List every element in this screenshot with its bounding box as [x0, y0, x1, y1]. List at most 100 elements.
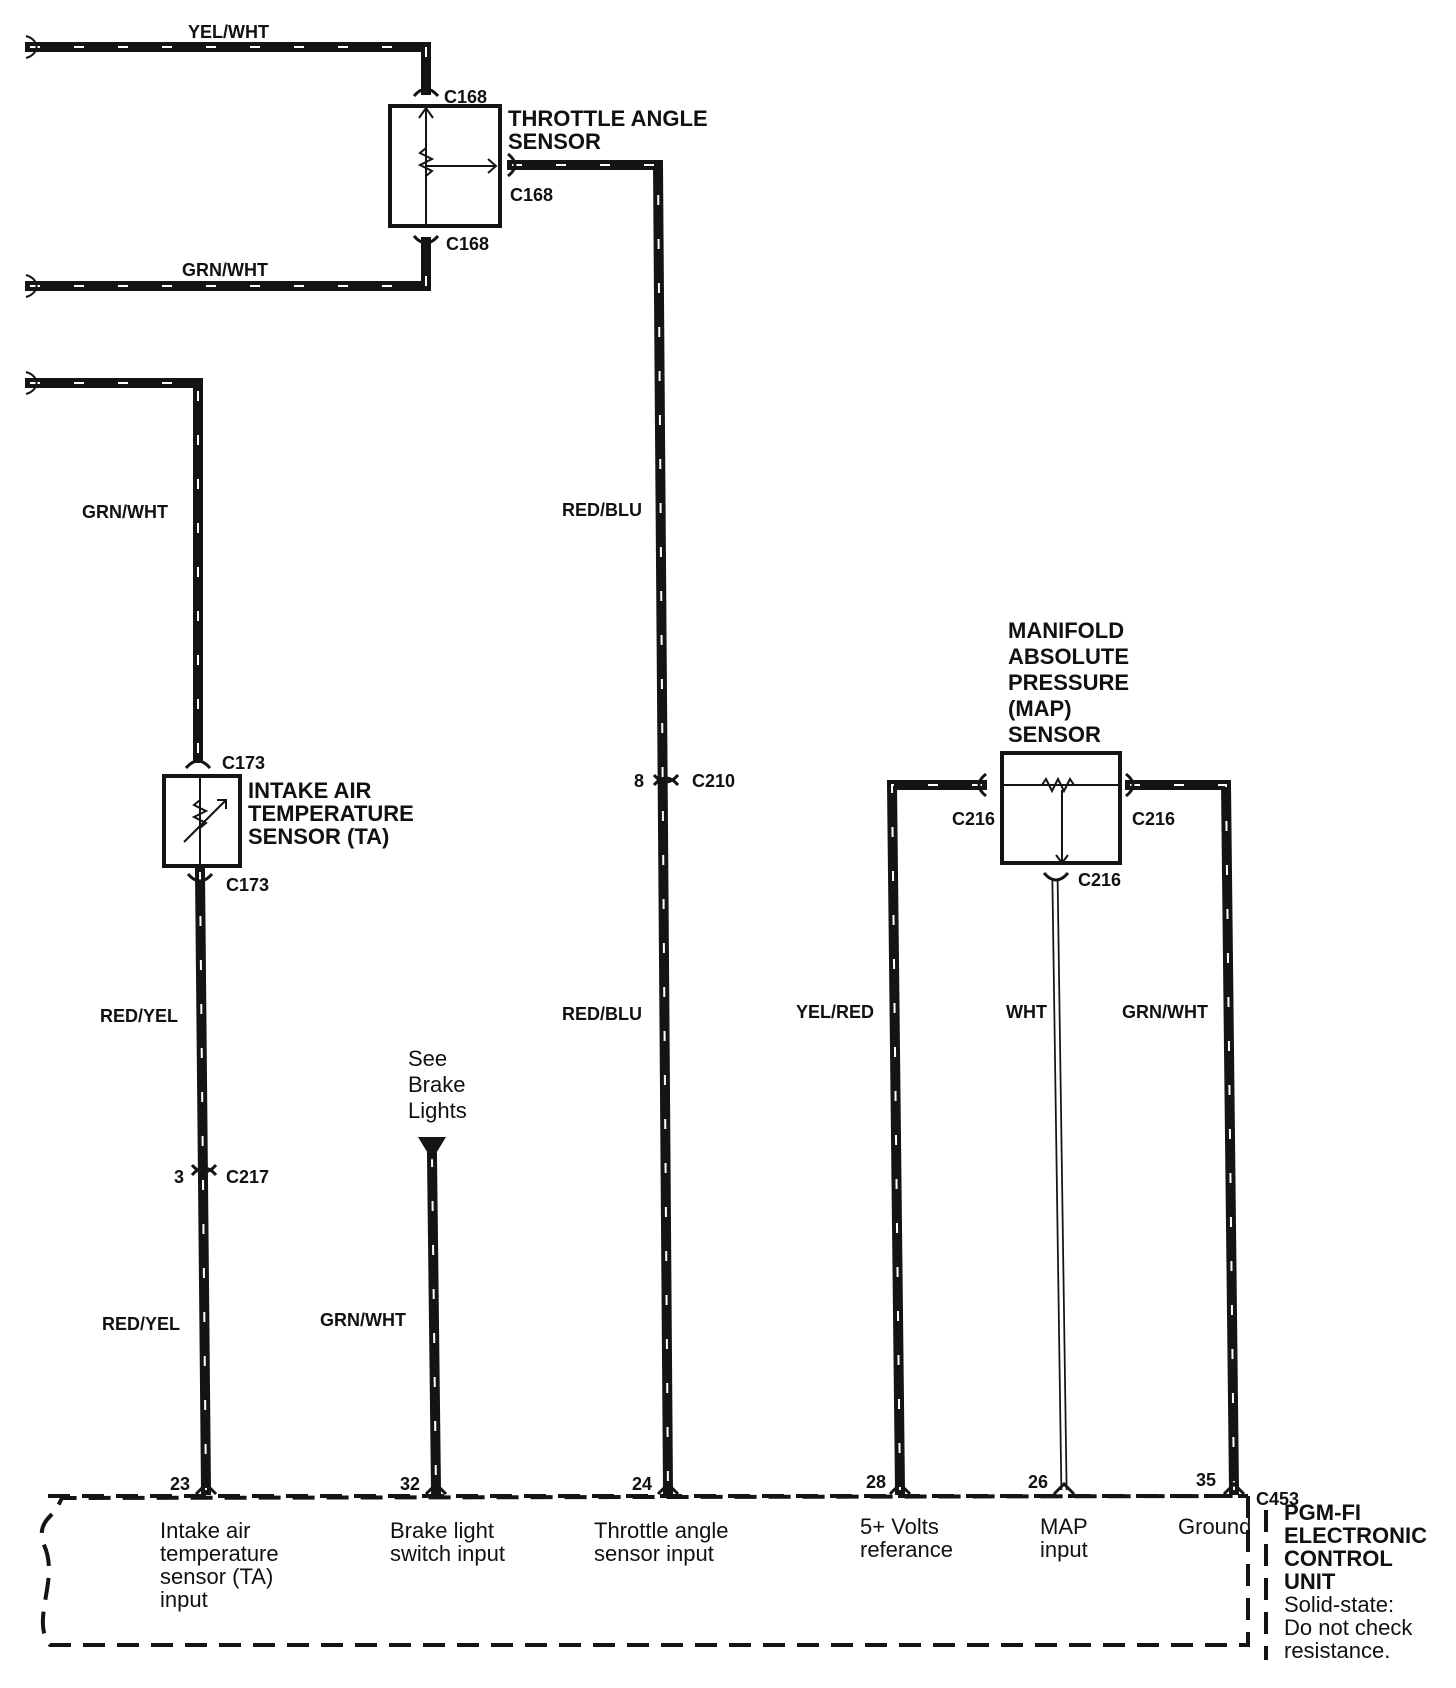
intake-sensor-label: INTAKE AIR TEMPERATURE SENSOR (TA) — [248, 778, 414, 849]
c173-bottom-connector — [186, 872, 214, 883]
svg-text:ELECTRONIC: ELECTRONIC — [1284, 1523, 1427, 1548]
ta-lower-wire — [194, 866, 212, 1496]
connector-label-c453: C453 — [1256, 1489, 1299, 1509]
c173-top-connector — [184, 759, 212, 770]
svg-text:ABSOLUTE: ABSOLUTE — [1008, 644, 1129, 669]
tas-signal-wire — [507, 160, 674, 1496]
svg-text:sensor (TA): sensor (TA) — [160, 1564, 273, 1589]
wire-label-map-sig: WHT — [1006, 1002, 1047, 1022]
tas-top-wire — [25, 35, 431, 95]
tas-bottom-wire — [25, 237, 431, 298]
ecu-pin-label-24: Throttle angle sensor input — [594, 1518, 729, 1566]
ecu-pin-number-24: 24 — [632, 1474, 652, 1494]
map-ground-wire — [1125, 780, 1240, 1496]
connector-label-c168-top: C168 — [444, 87, 487, 107]
connector-label-c216-right: C216 — [1132, 809, 1175, 829]
intake-air-temperature-sensor — [162, 774, 242, 868]
wire-label-brake: GRN/WHT — [320, 1310, 406, 1330]
c217-connector — [190, 1163, 218, 1177]
throttle-angle-sensor — [388, 104, 502, 228]
svg-text:resistance.: resistance. — [1284, 1638, 1390, 1663]
wire-label-tas-top: YEL/WHT — [188, 22, 269, 42]
svg-text:PRESSURE: PRESSURE — [1008, 670, 1129, 695]
svg-text:Solid-state:: Solid-state: — [1284, 1592, 1394, 1617]
svg-text:MAP: MAP — [1040, 1514, 1088, 1539]
wire-label-ta-lower: RED/YEL — [102, 1314, 180, 1334]
connector-label-c173-top: C173 — [222, 753, 265, 773]
svg-text:See: See — [408, 1046, 447, 1071]
c216-left-connector — [977, 772, 987, 798]
brake-arrow-icon — [418, 1137, 446, 1160]
svg-text:referance: referance — [860, 1537, 953, 1562]
wire-label-ta-upper: GRN/WHT — [82, 502, 168, 522]
svg-text:Intake air: Intake air — [160, 1518, 251, 1543]
map-signal-wire — [1051, 879, 1068, 1491]
svg-text:MANIFOLD: MANIFOLD — [1008, 618, 1124, 643]
connector-label-c168-right: C168 — [510, 185, 553, 205]
ecu-pin-number-28: 28 — [866, 1472, 886, 1492]
svg-text:PGM-FI: PGM-FI — [1284, 1500, 1361, 1525]
ecu-pin-label-32: Brake light switch input — [390, 1518, 505, 1566]
ecu-pin-number-35: 35 — [1196, 1470, 1216, 1490]
wire-label-ta-mid: RED/YEL — [100, 1006, 178, 1026]
ecu-pin-label-23: Intake air temperature sensor (TA) input — [160, 1518, 279, 1612]
ecu-pin-number-32: 32 — [400, 1474, 420, 1494]
c216-bottom-connector — [1042, 871, 1070, 882]
svg-text:switch input: switch input — [390, 1541, 505, 1566]
svg-text:temperature: temperature — [160, 1541, 279, 1566]
c168-right-connector — [507, 152, 517, 178]
wire-label-map-gnd: GRN/WHT — [1122, 1002, 1208, 1022]
brake-note: See Brake Lights — [408, 1046, 467, 1123]
c216-right-connector — [1125, 772, 1135, 798]
connector-label-c216-bottom: C216 — [1078, 870, 1121, 890]
ecu-title: PGM-FI ELECTRONIC CONTROL UNIT — [1284, 1500, 1427, 1594]
brake-wire — [418, 1137, 446, 1496]
connector-label-c173-bottom: C173 — [226, 875, 269, 895]
svg-text:SENSOR: SENSOR — [1008, 722, 1101, 747]
svg-text:UNIT: UNIT — [1284, 1569, 1336, 1594]
svg-text:sensor input: sensor input — [594, 1541, 714, 1566]
svg-text:5+ Volts: 5+ Volts — [860, 1514, 939, 1539]
ecu-pin-label-35: Ground — [1178, 1514, 1251, 1539]
svg-text:Brake: Brake — [408, 1072, 465, 1097]
map-sensor — [1000, 751, 1122, 865]
c168-bottom-connector — [412, 234, 440, 245]
connector-pin-c210: 8 — [634, 771, 644, 791]
ecu-pin-number-26: 26 — [1028, 1472, 1048, 1492]
ta-upper-wire — [25, 371, 203, 763]
wire-label-tas-bottom: GRN/WHT — [182, 260, 268, 280]
svg-text:input: input — [1040, 1537, 1088, 1562]
map-sensor-label: MANIFOLD ABSOLUTE PRESSURE (MAP) SENSOR — [1008, 618, 1129, 747]
ecu-outline — [39, 1494, 1250, 1647]
svg-text:Do not check: Do not check — [1284, 1615, 1413, 1640]
ecu-note: Solid-state: Do not check resistance. — [1284, 1592, 1413, 1663]
svg-text:THROTTLE ANGLE: THROTTLE ANGLE — [508, 106, 708, 131]
c168-top-connector — [412, 87, 440, 98]
connector-pin-c217: 3 — [174, 1167, 184, 1187]
svg-text:Ground: Ground — [1178, 1514, 1251, 1539]
svg-text:Throttle angle: Throttle angle — [594, 1518, 729, 1543]
connector-label-c210: C210 — [692, 771, 735, 791]
svg-text:Brake light: Brake light — [390, 1518, 494, 1543]
connector-label-c168-bottom: C168 — [446, 234, 489, 254]
svg-text:SENSOR (TA): SENSOR (TA) — [248, 824, 389, 849]
svg-text:SENSOR: SENSOR — [508, 129, 601, 154]
c210-connector — [652, 773, 680, 787]
svg-text:CONTROL: CONTROL — [1284, 1546, 1393, 1571]
ecu-pin-label-26: MAP input — [1040, 1514, 1088, 1562]
svg-text:Lights: Lights — [408, 1098, 467, 1123]
ecu-pin-number-23: 23 — [170, 1474, 190, 1494]
connector-label-c216-left: C216 — [952, 809, 995, 829]
ecu-pin-markers — [194, 1481, 1246, 1496]
wire-label-tps-lower: RED/BLU — [562, 1004, 642, 1024]
svg-text:input: input — [160, 1587, 208, 1612]
wire-label-map-ref: YEL/RED — [796, 1002, 874, 1022]
throttle-sensor-label: THROTTLE ANGLE SENSOR — [508, 106, 708, 154]
map-ref-wire — [886, 780, 987, 1496]
svg-text:TEMPERATURE: TEMPERATURE — [248, 801, 414, 826]
svg-text:INTAKE AIR: INTAKE AIR — [248, 778, 372, 803]
ecu-pin-label-28: 5+ Volts referance — [860, 1514, 953, 1562]
wire-label-tps-upper: RED/BLU — [562, 500, 642, 520]
svg-text:(MAP): (MAP) — [1008, 696, 1072, 721]
